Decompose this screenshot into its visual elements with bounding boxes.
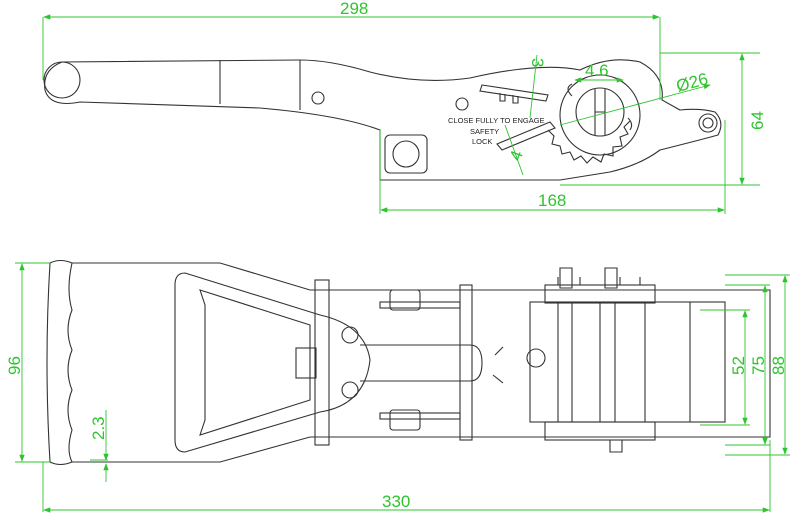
- side-view: CLOSE FULLY TO ENGAGE SAFETY LOCK: [43, 59, 722, 181]
- dim-64: 64: [748, 111, 767, 130]
- handle-end-roll: [43, 61, 81, 99]
- dim-diameter-26: Ø26: [674, 69, 710, 96]
- dim-2-3: 2.3: [89, 416, 108, 440]
- handle-outline: [55, 262, 771, 463]
- dim-96: 96: [5, 356, 24, 375]
- dim-4-6: 4.6: [585, 61, 609, 80]
- note-engage: CLOSE FULLY TO ENGAGE: [448, 116, 545, 125]
- ratchet-spool: [529, 267, 726, 453]
- dim-88: 88: [769, 356, 788, 375]
- handle-cutout: [174, 272, 371, 453]
- dim-298: 298: [340, 0, 368, 18]
- bolt-head: [384, 134, 428, 174]
- note-safety: SAFETY: [470, 127, 499, 136]
- rivet: [455, 97, 469, 111]
- dim-168: 168: [538, 191, 566, 210]
- dim-52: 52: [729, 356, 748, 375]
- pawl-slot: [479, 84, 549, 102]
- dim-3: 3: [528, 58, 547, 67]
- dim-4: 4: [506, 148, 527, 163]
- dim-330: 330: [382, 492, 410, 511]
- dim-75: 75: [749, 356, 768, 375]
- safety-lock: [496, 121, 556, 151]
- side-view-dimensions: 298 168 64 3 4.6 Ø26 4: [42, 0, 767, 214]
- ratchet-gear: [547, 74, 641, 164]
- top-view: [46, 259, 771, 466]
- mount-hole: [698, 113, 718, 133]
- rivet: [311, 91, 325, 105]
- note-lock: LOCK: [472, 137, 492, 146]
- handle-outline: [44, 59, 722, 181]
- top-view-dimensions: 96 2.3 330 52 75 88: [5, 262, 790, 513]
- grip-edge: [46, 259, 73, 466]
